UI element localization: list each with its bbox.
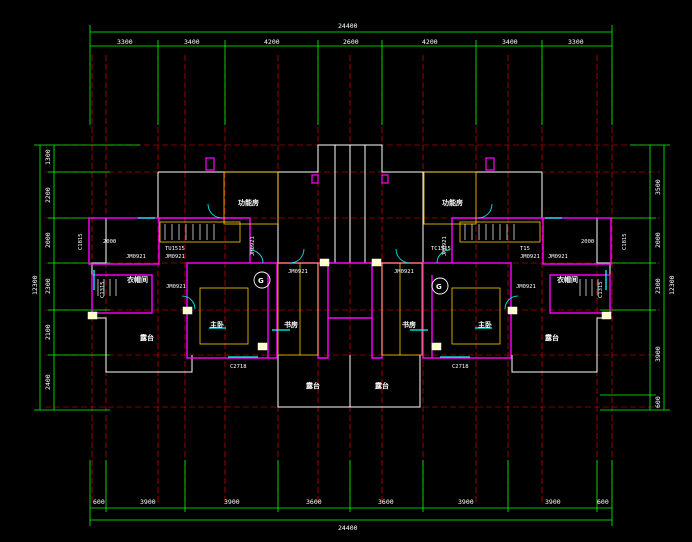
vent-markers	[205, 157, 495, 184]
right-dim-1: 3500	[654, 179, 662, 195]
code-jm2: JM0921	[520, 254, 540, 260]
bottom-dim-6: 3900	[458, 498, 474, 506]
outer-walls	[91, 144, 611, 408]
code-jm1: JM0921	[165, 254, 185, 260]
code-c1815-left: C1815	[78, 233, 84, 250]
code-jm4: JM0921	[548, 254, 568, 260]
code-num-right: 2000	[581, 239, 594, 245]
right-dim-2: 2000	[654, 232, 662, 248]
left-total-dim: 12300	[31, 275, 39, 295]
top-dim-1: 3300	[117, 38, 133, 46]
bottom-dim-2: 3900	[140, 498, 156, 506]
axis-mark-left: G	[258, 277, 264, 285]
code-vertical-left: JM0921	[250, 236, 256, 256]
code-tu-right: T15	[520, 246, 530, 252]
code-c1815-right: C1815	[622, 233, 628, 250]
room-master-left: 主卧	[210, 320, 224, 329]
left-dim-2: 2200	[44, 187, 52, 203]
code-tu-left: TU1515	[165, 246, 185, 252]
right-dim-3: 2300	[654, 278, 662, 294]
code-jm6: JM0921	[394, 269, 414, 275]
right-total-dim: 12300	[668, 275, 676, 295]
code-c1315-left: C1315	[100, 281, 106, 298]
code-c1315-right: C1315	[598, 281, 604, 298]
room-master-right: 主卧	[478, 320, 492, 329]
top-dim-5: 4200	[422, 38, 438, 46]
room-fitness-right: 功能房	[442, 198, 463, 207]
furniture-lines	[159, 171, 541, 356]
door-swings	[181, 203, 519, 310]
bottom-dim-4: 3600	[306, 498, 322, 506]
bottom-total-dim: 24400	[338, 524, 358, 532]
axis-mark-right: G	[436, 283, 442, 291]
bottom-dim-1: 600	[93, 498, 105, 506]
code-jm8: JM0921	[516, 284, 536, 290]
code-vertical-right: JM0921	[442, 236, 448, 256]
top-dim-3: 4200	[264, 38, 280, 46]
room-terrace-right: 露台	[545, 333, 559, 342]
code-c2718-right: C2718	[452, 364, 469, 370]
code-jm5: JM0921	[288, 269, 308, 275]
right-dim-5: 600	[654, 396, 662, 408]
code-jm7: JM0921	[166, 284, 186, 290]
left-dimensions	[34, 144, 140, 411]
left-dim-3: 2000	[44, 232, 52, 248]
code-jm3: JM0921	[126, 254, 146, 260]
room-terrace-left: 露台	[140, 333, 154, 342]
left-dim-4: 2300	[44, 278, 52, 294]
top-dim-7: 3300	[568, 38, 584, 46]
room-fitness-left: 功能房	[238, 198, 259, 207]
right-dim-4: 3900	[654, 346, 662, 362]
columns	[87, 258, 612, 351]
stair-treads	[97, 224, 599, 296]
room-balcony-right: 露台	[375, 381, 389, 390]
bottom-dim-5: 3600	[378, 498, 394, 506]
windows	[93, 217, 607, 358]
left-dim-6: 2400	[44, 374, 52, 390]
top-total-dim: 24400	[338, 22, 358, 30]
bottom-dim-3: 3900	[224, 498, 240, 506]
bottom-dim-7: 3900	[545, 498, 561, 506]
left-dim-1: 1300	[44, 149, 52, 165]
code-num-left: 2000	[103, 239, 116, 245]
left-dim-5: 2100	[44, 324, 52, 340]
room-dressing-right: 衣帽间	[557, 275, 578, 284]
room-dressing-left: 衣帽间	[127, 275, 148, 284]
top-dimensions	[89, 25, 613, 125]
top-dim-2: 3400	[184, 38, 200, 46]
bottom-dim-8: 600	[597, 498, 609, 506]
code-c2718-left: C2718	[230, 364, 247, 370]
bottom-dimensions	[89, 460, 613, 526]
top-dim-6: 3400	[502, 38, 518, 46]
room-study-left: 书房	[284, 320, 298, 329]
room-balcony-left: 露台	[306, 381, 320, 390]
top-dim-4: 2600	[343, 38, 359, 46]
axis-bubbles	[253, 271, 449, 295]
room-study-right: 书房	[402, 320, 416, 329]
code-tc-right: TC1515	[431, 246, 451, 252]
